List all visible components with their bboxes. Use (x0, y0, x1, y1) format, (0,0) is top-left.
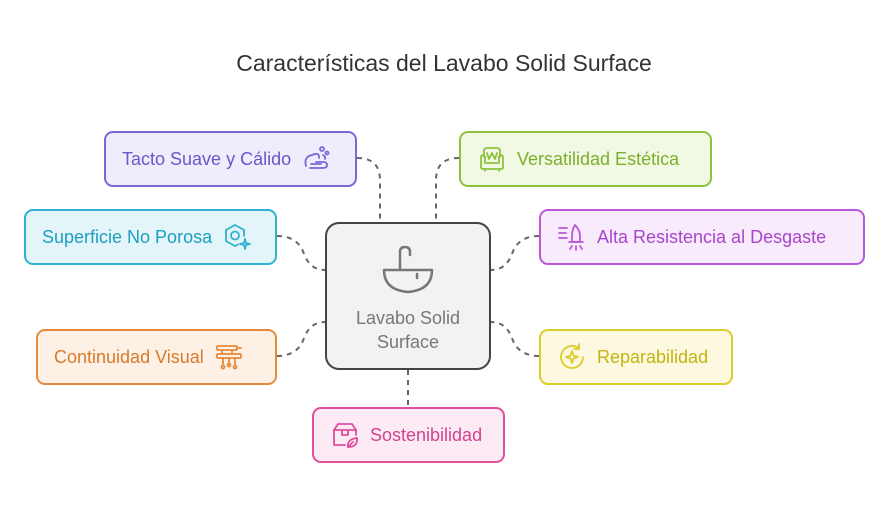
eco-box-icon (333, 423, 358, 448)
sink-icon (382, 245, 434, 294)
armchair-icon (480, 147, 504, 172)
node-tacto-suave: Tacto Suave y Cálido (104, 131, 357, 187)
node-reparabilidad: Reparabilidad (539, 329, 733, 385)
connector-versatilidad (435, 157, 460, 222)
node-superficie-label: Superficie No Porosa (42, 226, 213, 247)
node-reparabilidad-label: Reparabilidad (597, 346, 709, 367)
hand-wash-icon (304, 146, 330, 169)
node-tacto-label: Tacto Suave y Cálido (122, 148, 292, 169)
pipes-icon (215, 345, 242, 370)
node-superficie-no-porosa: Superficie No Porosa (24, 209, 277, 265)
connector-tacto (356, 157, 381, 222)
connector-resistencia (490, 235, 540, 271)
refresh-sparkle-icon (560, 343, 584, 369)
node-sostenibilidad-label: Sostenibilidad (370, 424, 483, 445)
connector-superficie (276, 235, 326, 271)
node-continuidad-visual: Continuidad Visual (36, 329, 277, 385)
node-continuidad-label: Continuidad Visual (54, 346, 204, 367)
center-node: Lavabo Solid Surface (325, 222, 491, 370)
node-versatilidad-estetica: Versatilidad Estética (459, 131, 712, 187)
node-versatilidad-label: Versatilidad Estética (517, 148, 680, 169)
rocket-speed-icon (558, 224, 584, 251)
node-alta-resistencia: Alta Resistencia al Desgaste (539, 209, 865, 265)
diagram-title: Características del Lavabo Solid Surface (236, 50, 652, 76)
hexagon-sparkle-icon (225, 224, 251, 250)
node-sostenibilidad: Sostenibilidad (312, 407, 505, 463)
connector-reparabilidad (490, 321, 540, 357)
center-label: Lavabo Solid Surface (355, 308, 461, 352)
connector-continuidad (276, 321, 326, 357)
node-resistencia-label: Alta Resistencia al Desgaste (597, 226, 827, 247)
